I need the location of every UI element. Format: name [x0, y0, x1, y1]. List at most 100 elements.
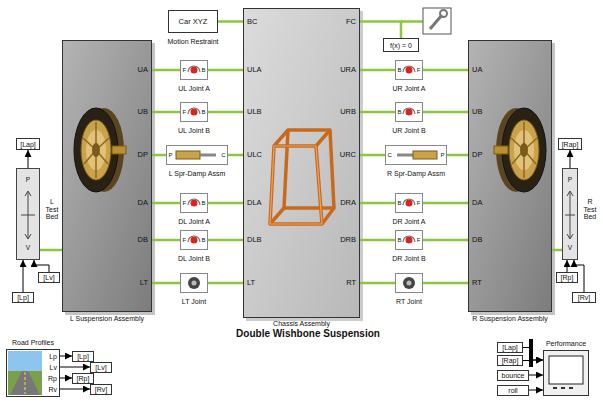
block-name: LT Joint: [182, 298, 206, 305]
block-name: UR Joint A: [392, 85, 425, 92]
spring-damper-block: PCL Spr-Damp Assm: [166, 145, 228, 165]
port-label: UB: [138, 108, 148, 116]
subsystem-block: UAUBDPDADBRTR Suspension Assembly: [468, 40, 552, 312]
wheel-spokes: [83, 122, 109, 178]
port-label: V: [26, 245, 30, 252]
road-sky: [8, 351, 42, 371]
port-label: P: [169, 152, 173, 158]
spring-damper-fill: [385, 145, 447, 165]
frame-struts: [270, 130, 334, 224]
port-label: ULB: [247, 108, 262, 116]
physical-connection: [423, 282, 468, 285]
damper-rod: [397, 154, 413, 157]
revolute-icon: [191, 237, 198, 244]
port-label: F: [183, 200, 187, 206]
block-name: Performance: [546, 340, 586, 347]
block-name: Chassis Assembly: [273, 320, 330, 327]
road-profile-block: LpLvRpRvRoad Profiles: [6, 349, 60, 397]
joint-fill: [395, 102, 423, 122]
block-name: R Suspension Assembly: [472, 315, 547, 322]
joint-fill: [180, 273, 208, 293]
block-name: RT Joint: [396, 298, 422, 305]
tire-joint-hub: [407, 281, 412, 286]
tire-joint-block: LT Joint: [180, 273, 208, 293]
revolute-icon: [191, 109, 198, 116]
road-ground: [8, 371, 42, 395]
port-label: UA: [138, 66, 148, 74]
physical-connection: [208, 69, 243, 72]
block-name: UR Joint B: [392, 127, 425, 134]
block-name: DR Joint A: [392, 218, 425, 225]
goto-tag: [Rp]: [556, 272, 578, 283]
block-name: L Suspension Assembly: [70, 315, 144, 322]
block-name: DR Joint B: [392, 255, 425, 262]
tag-label: bounce: [502, 372, 525, 379]
tag-label: [Lp]: [17, 294, 29, 301]
tire-joint-block: RT Joint: [395, 273, 423, 293]
test-bed-icon: [565, 191, 575, 239]
port-label: RT: [472, 279, 482, 287]
joint-fill: [395, 60, 423, 80]
port-label: F: [417, 67, 421, 73]
block-name: R Spr-Damp Assm: [387, 170, 445, 177]
tag-label: [Rv]: [95, 386, 107, 393]
joint-block: FBDL Joint A: [180, 193, 208, 213]
port-label: F: [417, 109, 421, 115]
port-label: B: [398, 237, 402, 243]
scope-screen: [549, 356, 583, 384]
block-name: L Spr-Damp Assm: [169, 170, 226, 177]
spring-damper-block: CPR Spr-Damp Assm: [385, 145, 447, 165]
port-label: DP: [138, 151, 148, 159]
port-label: LT: [247, 279, 255, 287]
physical-connection: [423, 239, 468, 242]
revolute-icon: [406, 200, 413, 207]
subsystem-block: UAUBDPDADBLTL Suspension Assembly: [62, 40, 152, 312]
block-name: Road Profiles: [12, 339, 54, 346]
chassis-frame: [270, 130, 334, 224]
solver-branch-line: [401, 20, 423, 23]
tag-label: [Rp]: [561, 274, 574, 281]
physical-connection: [447, 154, 468, 157]
port-label: C: [221, 152, 225, 158]
physical-connection: [360, 22, 401, 39]
signal-line: [567, 260, 568, 272]
frame-front: [270, 146, 322, 224]
physical-connection: [208, 202, 243, 205]
port-label: Lp: [49, 353, 57, 360]
joint-block: FBUL Joint B: [180, 102, 208, 122]
physical-connection: [208, 239, 243, 242]
port-label: Lv: [50, 364, 57, 371]
joint-fill: [395, 273, 423, 293]
port-label: DLA: [247, 199, 262, 207]
block-name: DL Joint B: [178, 255, 210, 262]
port-label: F: [417, 237, 421, 243]
scope-fill: [543, 350, 589, 396]
joint-fill: [395, 230, 423, 250]
physical-connection: [152, 111, 180, 114]
wheel-hub: [92, 143, 100, 157]
tag-label: [Rp]: [77, 375, 90, 382]
port-label: F: [417, 200, 421, 206]
port-label: B: [201, 109, 205, 115]
port-label: F: [183, 67, 187, 73]
port-label: V: [568, 245, 572, 252]
tag-label: [Rap]: [562, 141, 579, 148]
port-label: B: [398, 200, 402, 206]
test-bed-fill: [16, 168, 40, 260]
block-name: L Test Bed: [43, 198, 61, 221]
joint-fill: [180, 102, 208, 122]
signal-line: [60, 356, 72, 357]
physical-connection: [552, 249, 562, 252]
port-label: DB: [138, 236, 148, 244]
port-label: B: [398, 109, 402, 115]
physical-connection: [228, 154, 243, 157]
wrench-head: [440, 10, 447, 17]
road-block-fill: [6, 349, 60, 397]
joint-block: BFUR Joint B: [395, 102, 423, 122]
joint-block: BFDR Joint B: [395, 230, 423, 250]
road-surface: [10, 371, 40, 395]
port-label: DA: [138, 199, 148, 207]
port-label: DRA: [340, 199, 356, 207]
port-label: URB: [340, 108, 356, 116]
goto-tag: [Lap]: [497, 342, 523, 353]
